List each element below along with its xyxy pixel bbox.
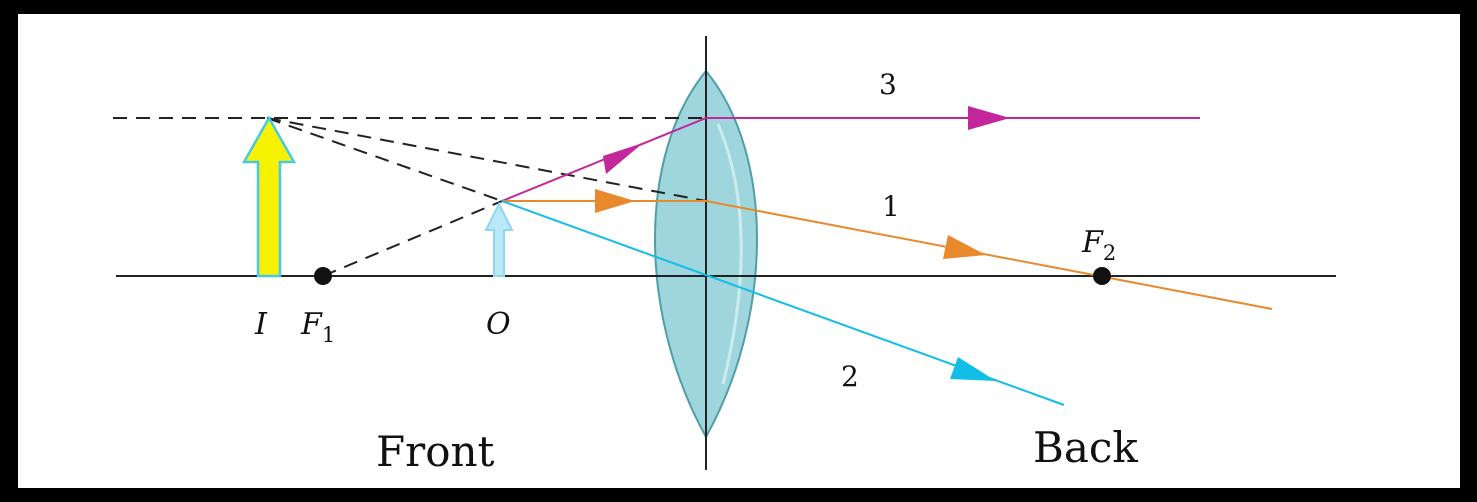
object-label: O	[486, 307, 511, 342]
f1-label: F1	[300, 307, 335, 347]
front-label: Front	[376, 427, 495, 476]
object-arrow	[484, 201, 514, 277]
image-arrow	[241, 115, 297, 278]
diagram-frame: I F1 O F2 3 1 2 Front Back	[18, 14, 1460, 488]
focal-point-f1	[314, 267, 332, 285]
ray-2-label: 2	[841, 360, 859, 393]
image-label: I	[254, 307, 268, 342]
ray-2	[501, 200, 1065, 406]
ray-1-arrow	[595, 189, 635, 213]
lens-highlight	[716, 123, 743, 385]
ray-3-arrow-2	[968, 106, 1010, 130]
f2-label: F2	[1081, 225, 1116, 265]
ray-1-arrow-2	[943, 235, 986, 259]
virtual-ray-extensions	[113, 117, 707, 277]
ray-2-arrow	[950, 357, 996, 381]
ray-3-arrow	[603, 143, 643, 174]
ray-1	[502, 189, 1273, 310]
focal-point-f2	[1093, 267, 1111, 285]
back-label: Back	[1033, 423, 1138, 472]
thin-lens-ray-diagram: I F1 O F2 3 1 2 Front Back	[113, 36, 1336, 476]
ray-3-label: 3	[879, 68, 897, 101]
ray-3	[501, 106, 1200, 202]
ray-1-label: 1	[882, 190, 900, 223]
